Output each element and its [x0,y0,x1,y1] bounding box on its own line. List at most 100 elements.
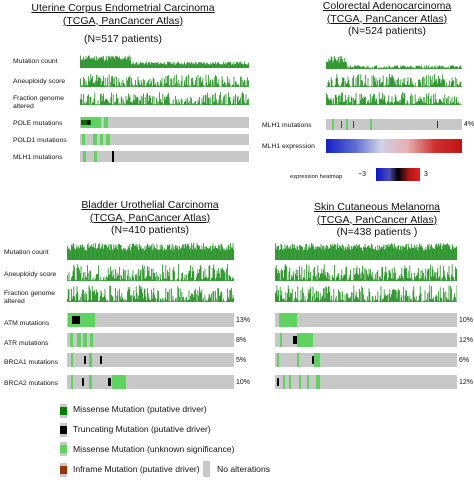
track-bar [204,268,206,281]
track-bar [132,84,133,87]
track-bar [124,247,126,260]
track-bar [165,265,167,281]
track-bar [362,97,363,105]
track-bar [123,268,124,281]
track-bar [115,86,116,87]
track-bar [395,290,397,302]
track-bar [330,77,332,87]
track-bar [168,276,170,281]
track-bar [208,97,209,105]
track-histogram [80,55,250,68]
track-bar [331,243,333,260]
track-bar [353,98,354,105]
track-bar [172,103,173,105]
track-bar [156,62,157,68]
track-bar [426,65,427,69]
track-bar [100,280,102,281]
track-bar [107,99,108,105]
track-bar [237,85,239,87]
track-bar [387,277,389,281]
track-bar [171,104,172,105]
track-bar [449,246,451,260]
track-bar [358,245,359,260]
track-bar [174,75,176,87]
track-bar [96,81,98,87]
coad-title-block: Colorectal Adenocarcinoma (TCGA, PanCanc… [300,0,474,38]
track-bar [442,66,443,69]
track-bar [112,75,113,87]
track-bar [166,64,168,68]
track-bar [303,292,304,302]
track-bar [156,243,158,260]
track-bar [162,86,164,87]
track-bar [95,278,96,281]
track-bar [393,248,395,260]
blca-pct-brca2: 10% [236,379,251,386]
track-bar [304,278,306,281]
track-bar [134,100,136,105]
track-bar [423,103,425,105]
track-bar [422,77,423,87]
track-bar [279,286,281,302]
track-bar [373,301,375,302]
track-bar [335,78,337,87]
track-bar [400,297,402,302]
track-bar [96,104,98,105]
track-bar [445,67,446,69]
track-bar [189,85,191,87]
track-bar [450,285,451,302]
track-bar [399,246,401,260]
track-bar [433,276,435,281]
track-bar [244,79,245,87]
track-bar [339,292,341,302]
track-bar [223,269,224,281]
track-bar [415,247,416,260]
track-bar [75,247,77,260]
track-bar [414,67,415,69]
track-bar [279,272,280,281]
track-bar [74,266,75,281]
track-bar [352,66,354,69]
track-bar [163,278,165,281]
skcm-bar-atr [275,333,457,347]
track-bar [388,293,390,302]
track-bar [159,92,160,105]
track-bar [371,244,372,260]
track-bar [211,64,212,68]
track-bar [309,289,311,302]
track-bar [155,248,156,260]
track-bar [422,68,424,69]
track-bar [171,279,172,281]
track-bar [227,62,228,68]
track-bar [184,80,185,87]
track-bar [356,297,358,302]
track-bar [446,297,447,302]
track-bar [77,248,79,260]
track-bar [177,277,179,281]
track-bar [399,290,400,302]
track-bar [366,85,367,87]
track-bar [414,86,415,87]
track-bar [289,248,291,260]
track-bar [120,82,122,87]
track-bar [455,246,457,260]
track-bar [427,95,429,105]
track-bar [197,74,199,87]
track-bar [416,301,418,302]
track-bar [205,277,207,281]
track-bar [164,62,165,68]
track-bar [159,249,160,260]
track-bar [107,301,109,302]
track-bar [239,62,240,68]
track-bar [131,64,132,68]
track-bar [118,301,119,302]
track-bar [387,247,389,260]
track-bar [100,84,102,87]
track-bar [145,85,147,87]
truncating-mark [84,356,86,364]
track-bar [108,57,110,68]
track-bar [83,56,84,68]
track-bar [92,76,93,87]
track-bar [120,104,121,105]
track-bar [341,269,343,281]
